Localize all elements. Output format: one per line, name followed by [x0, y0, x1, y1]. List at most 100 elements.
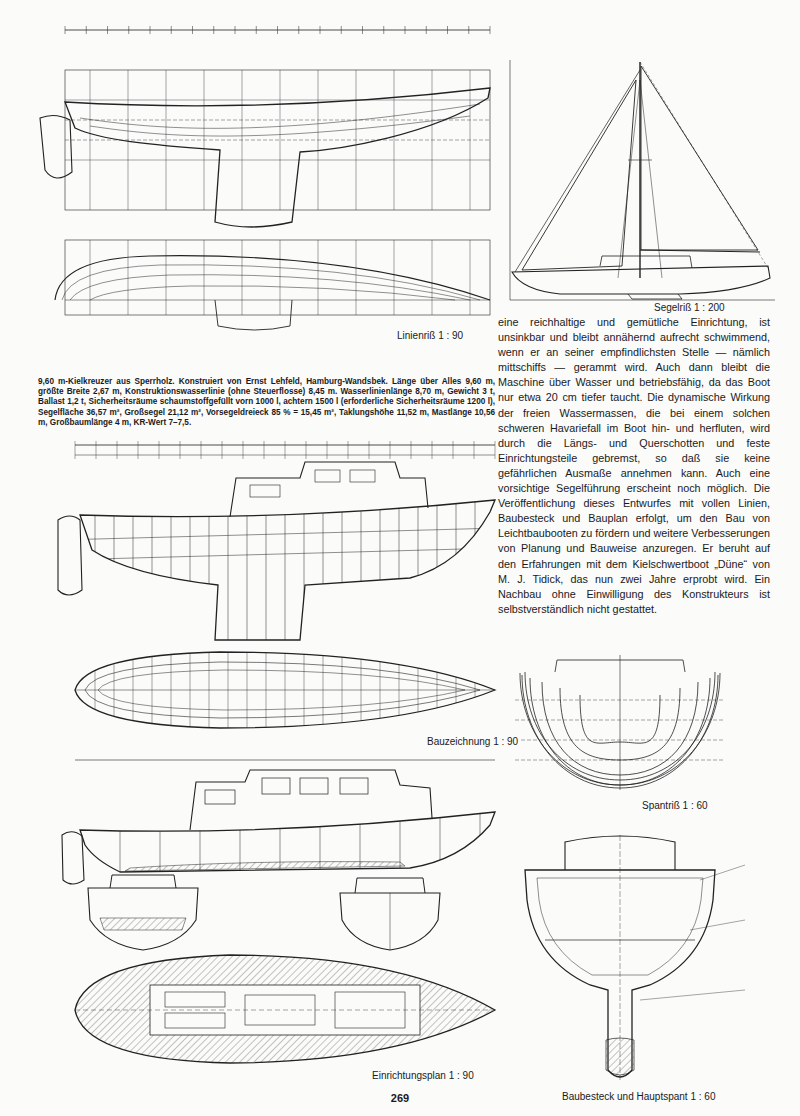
dimension-tick [213, 26, 214, 34]
frame-line [380, 440, 381, 645]
frame-curve [620, 682, 698, 775]
frame-curve [525, 672, 620, 780]
frame-line [171, 440, 172, 645]
frame-line [209, 440, 210, 645]
interior-plan [62, 760, 495, 1063]
station-line [394, 240, 395, 315]
construction-drawing-line [350, 470, 375, 482]
frame-line [399, 440, 400, 645]
station-line [356, 240, 357, 315]
frame-line [209, 650, 210, 730]
lines-plan-line [90, 286, 455, 300]
bulkhead-line [320, 810, 321, 875]
dimension-tick [411, 441, 412, 459]
sail-plan-line [510, 300, 775, 301]
frame-line [114, 650, 115, 730]
midship-section-line [606, 1038, 634, 1075]
interior-plan-line [75, 760, 495, 761]
drawing-caption: Bauzeichnung 1 : 90 [425, 736, 520, 747]
frame-line [437, 440, 438, 645]
dimension-tick [222, 441, 223, 459]
interior-plan-line [205, 790, 235, 804]
station-line [166, 70, 167, 210]
dimension-tick [405, 26, 406, 34]
construction-drawing-line [80, 500, 495, 640]
lines-plan-line [65, 240, 490, 315]
sail-plan-line [628, 294, 682, 299]
frame-line [228, 650, 229, 730]
dimension-tick [65, 26, 66, 34]
station-line [470, 70, 471, 210]
station-line [280, 240, 281, 315]
frame-line [418, 440, 419, 645]
interior-plan-line [62, 832, 84, 884]
interior-plan-line [355, 878, 425, 893]
interior-plan-line [190, 770, 432, 830]
interior-plan-line [340, 893, 440, 950]
frame-line [475, 440, 476, 645]
frame-line [475, 650, 476, 730]
frame-line [285, 650, 286, 730]
construction-drawing-line [315, 470, 340, 482]
sail-plan-line [512, 266, 770, 294]
dimension-tick [490, 26, 491, 34]
frame-line [133, 650, 134, 730]
station-line [166, 240, 167, 315]
sail-plan [510, 60, 775, 300]
station-line [242, 70, 243, 210]
dimension-tick [264, 441, 265, 459]
dimension-tick [117, 441, 118, 459]
frame-group [120, 810, 480, 875]
dimension-tick [474, 441, 475, 459]
station-line [318, 70, 319, 210]
sail-plan-line [639, 62, 640, 278]
interior-plan-line [165, 1013, 225, 1028]
frame-curve [560, 688, 620, 760]
dimension-tick [86, 26, 87, 34]
interior-plan-line [335, 992, 405, 1028]
frame-line [133, 440, 134, 645]
station-line [204, 70, 205, 210]
dimension-tick [138, 441, 139, 459]
body-plan-line [515, 700, 725, 701]
body-plan-line [620, 655, 621, 790]
dimension-tick [192, 26, 193, 34]
lines-plan-line [215, 300, 292, 330]
frame-curve [620, 673, 720, 785]
frame-line [323, 650, 324, 730]
body-plan [515, 655, 725, 790]
station-line [242, 240, 243, 315]
sail-plan-line [510, 60, 511, 300]
sail-plan-line [515, 70, 640, 272]
frame-line [266, 650, 267, 730]
frame-line [152, 650, 153, 730]
station-line [432, 70, 433, 210]
bulkhead-line [200, 810, 201, 875]
bulkhead-line [280, 810, 281, 875]
dimension-tick [235, 26, 236, 34]
dimension-tick [243, 441, 244, 459]
figure-caption: 9,60 m-Kielkreuzer aus Sperrholz. Konstr… [38, 377, 495, 428]
dimension-tick [285, 441, 286, 459]
construction-drawing-line [250, 485, 280, 497]
dimension-tick [107, 26, 108, 34]
frame-line [456, 440, 457, 645]
frame-curve [530, 678, 620, 785]
interior-plan-line [125, 862, 405, 871]
frame-curve [520, 673, 620, 785]
frame-line [456, 650, 457, 730]
frame-curve [620, 688, 680, 760]
bulkhead-line [360, 810, 361, 875]
midship-section-line [700, 865, 745, 880]
body-text: eine reichhaltige und gemütliche Einrich… [498, 315, 770, 617]
frame-curve [542, 682, 620, 775]
lines-plan-line [55, 256, 490, 300]
station-line [128, 240, 129, 315]
frame-curve [620, 678, 710, 785]
bulkhead-line [400, 810, 401, 875]
body-plan-line [555, 660, 685, 672]
frame-group [95, 650, 475, 730]
stringer-line [60, 548, 500, 560]
frame-line [437, 650, 438, 730]
